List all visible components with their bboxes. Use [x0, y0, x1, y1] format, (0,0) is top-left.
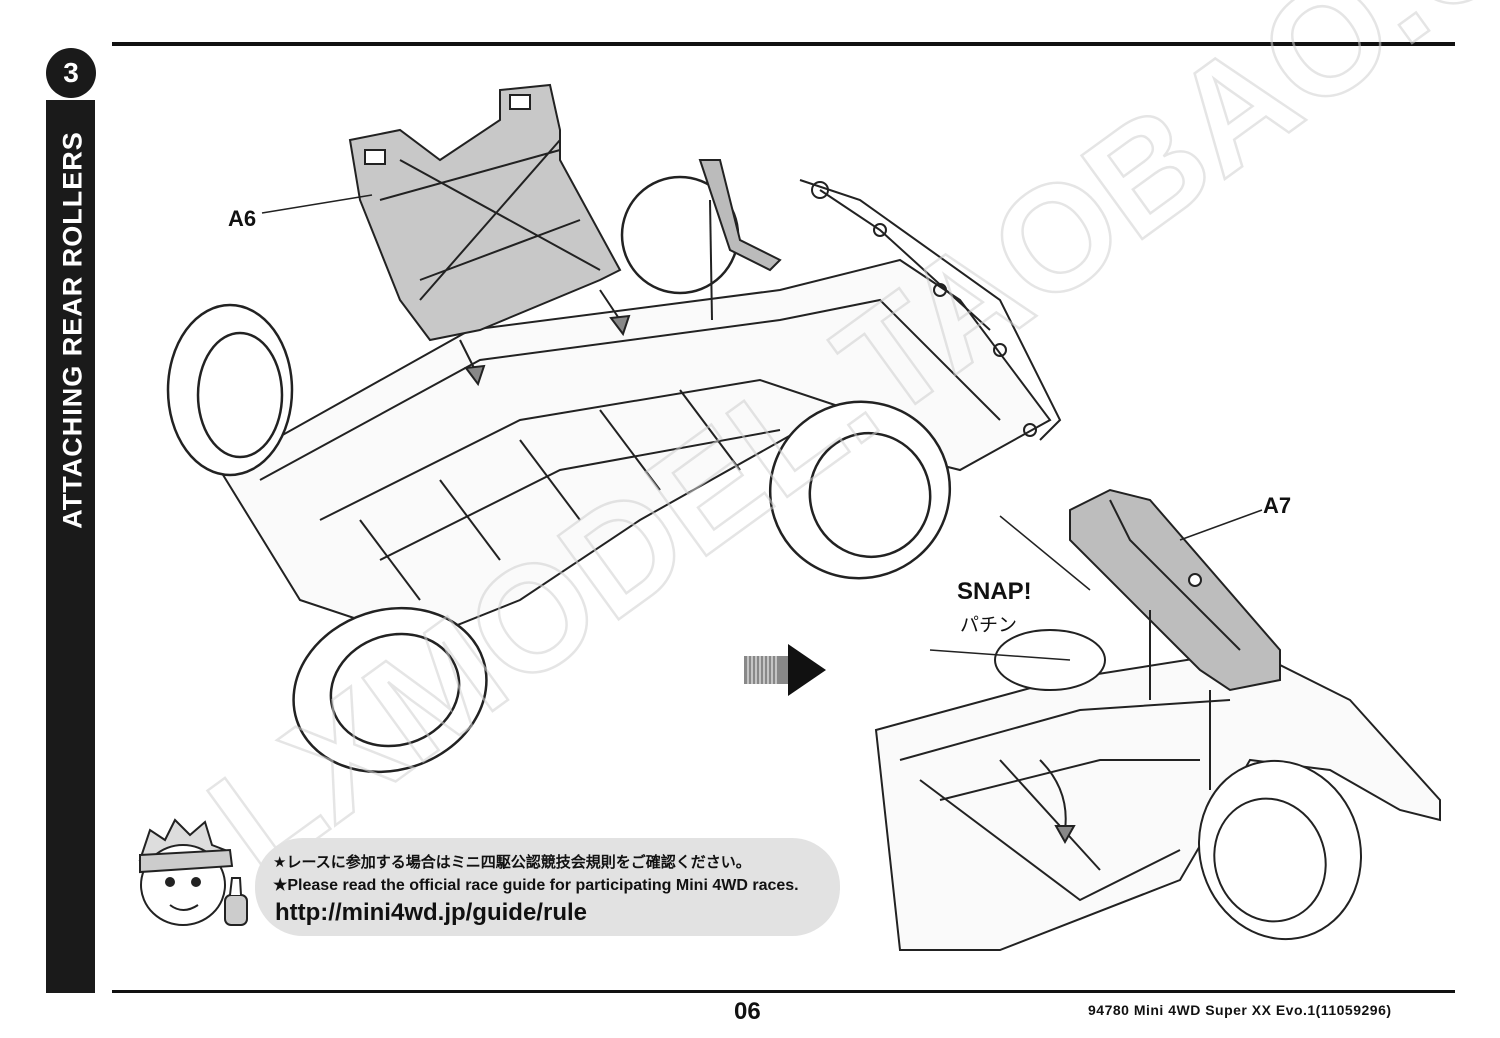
snap-leader: [999, 515, 1091, 591]
race-guide-link[interactable]: http://mini4wd.jp/guide/rule: [275, 899, 587, 926]
detail-arrows: [1039, 610, 1211, 845]
part-label-a6: A6: [228, 206, 257, 231]
race-notice-en: ★Please read the official race guide for…: [273, 877, 799, 894]
top-rule: [112, 42, 1455, 46]
mascot-thumbs-up-icon: [138, 818, 248, 926]
race-notice-box: [255, 838, 840, 936]
snap-leader-2: [929, 649, 1071, 661]
race-notice-jp: ★レースに参加する場合はミニ四駆公認競技会規則をご確認ください。: [273, 853, 751, 871]
detail-view: [874, 629, 1441, 951]
placement-arrows: [459, 199, 713, 387]
part-a7-drawing: [1069, 488, 1281, 692]
step-title-bar: [46, 100, 95, 993]
step-number-badge: 3: [46, 48, 96, 98]
a6-leader: [261, 194, 373, 214]
product-code: 94780 Mini 4WD Super XX Evo.1(11059296): [1088, 1002, 1392, 1018]
clip-part: [698, 159, 782, 272]
part-a6-drawing: [348, 83, 622, 342]
wheels: [166, 175, 952, 774]
bottom-rule: [112, 990, 1455, 993]
a7-leader: [1179, 509, 1263, 541]
part-label-a7: A7: [1263, 493, 1292, 518]
snap-label-jp: パチン: [960, 614, 1018, 636]
snap-label: SNAP!: [957, 578, 1032, 605]
chassis-drawing: [218, 179, 1062, 642]
page-number: 06: [734, 998, 761, 1025]
next-step-arrow-icon: [744, 644, 826, 696]
